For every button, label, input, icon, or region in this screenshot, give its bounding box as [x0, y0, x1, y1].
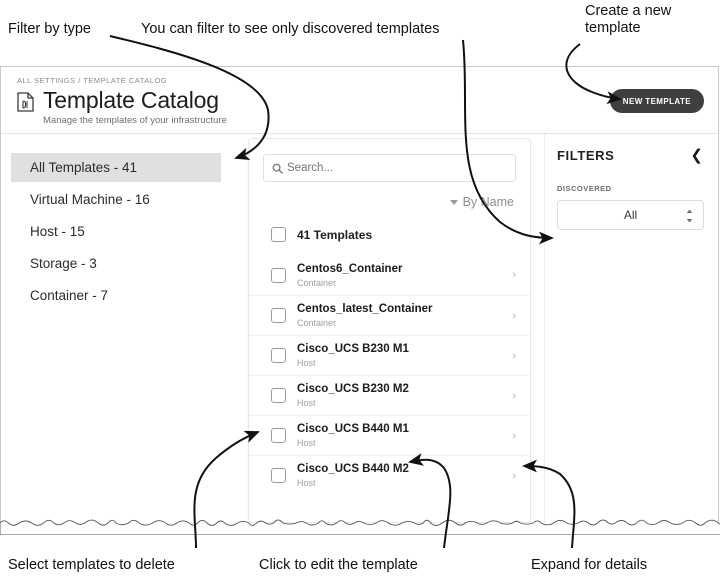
sidebar-item-all-templates[interactable]: All Templates - 41	[11, 153, 221, 182]
chevron-right-icon[interactable]: ›	[512, 470, 516, 482]
row-checkbox[interactable]	[271, 348, 286, 363]
row-text: Cisco_UCS B230 M1 Host	[297, 342, 512, 369]
row-name: Cisco_UCS B230 M1	[297, 342, 512, 356]
template-count-label: 41 Templates	[297, 228, 372, 242]
chevron-right-icon[interactable]: ›	[512, 390, 516, 402]
sidebar-item-storage[interactable]: Storage - 3	[11, 249, 221, 278]
filters-header: FILTERS ❮	[557, 148, 717, 163]
row-checkbox[interactable]	[271, 468, 286, 483]
row-type: Host	[297, 437, 512, 449]
row-checkbox[interactable]	[271, 388, 286, 403]
chevron-down-icon[interactable]: ❮	[690, 148, 703, 163]
document-template-icon	[17, 92, 34, 112]
table-row[interactable]: Cisco_UCS B230 M2 Host ›	[249, 375, 530, 415]
row-checkbox[interactable]	[271, 268, 286, 283]
sidebar-item-virtual-machine[interactable]: Virtual Machine - 16	[11, 185, 221, 214]
table-row[interactable]: Centos6_Container Container ›	[249, 255, 530, 295]
annotation-click-to-edit: Click to edit the template	[259, 557, 418, 574]
annotation-filter-by-type: Filter by type	[8, 21, 91, 38]
type-filter-sidebar: All Templates - 41 Virtual Machine - 16 …	[1, 134, 231, 313]
discovered-value: All	[624, 208, 637, 222]
chevron-right-icon[interactable]: ›	[512, 269, 516, 281]
table-row[interactable]: Cisco_UCS B230 M1 Host ›	[249, 335, 530, 375]
caret-down-icon	[450, 200, 458, 205]
sort-control[interactable]: By Name	[249, 195, 514, 209]
row-checkbox[interactable]	[271, 308, 286, 323]
annotation-expand-for-details: Expand for details	[531, 557, 647, 574]
annotation-discovered-filter: You can filter to see only discovered te…	[141, 21, 440, 38]
select-all-row: 41 Templates	[271, 227, 530, 242]
page-title: Template Catalog	[43, 87, 219, 114]
row-name: Cisco_UCS B230 M2	[297, 382, 512, 396]
breadcrumb[interactable]: ALL SETTINGS / TEMPLATE CATALOG	[17, 76, 167, 85]
row-text: Cisco_UCS B440 M1 Host	[297, 422, 512, 449]
sidebar-item-host[interactable]: Host - 15	[11, 217, 221, 246]
page-subtitle: Manage the templates of your infrastruct…	[43, 115, 227, 126]
row-type: Host	[297, 357, 512, 369]
search-icon	[272, 163, 283, 174]
panel-divider	[544, 134, 545, 523]
search-box[interactable]	[263, 154, 516, 182]
torn-paper-edge	[0, 505, 720, 535]
table-row[interactable]: Centos_latest_Container Container ›	[249, 295, 530, 335]
new-template-button[interactable]: NEW TEMPLATE	[610, 89, 704, 113]
annotation-select-to-delete: Select templates to delete	[8, 557, 175, 574]
row-name: Centos6_Container	[297, 262, 512, 276]
page-body: All Templates - 41 Virtual Machine - 16 …	[1, 134, 718, 523]
row-text: Cisco_UCS B230 M2 Host	[297, 382, 512, 409]
page-header: ALL SETTINGS / TEMPLATE CATALOG Template…	[1, 67, 718, 134]
chevron-right-icon[interactable]: ›	[512, 430, 516, 442]
row-text: Centos_latest_Container Container	[297, 302, 512, 329]
row-text: Centos6_Container Container	[297, 262, 512, 289]
row-checkbox[interactable]	[271, 428, 286, 443]
row-type: Host	[297, 477, 512, 489]
row-text: Cisco_UCS B440 M2 Host	[297, 462, 512, 489]
template-rows: Centos6_Container Container › Centos_lat…	[249, 255, 530, 495]
chevron-right-icon[interactable]: ›	[512, 350, 516, 362]
filters-panel: FILTERS ❮ DISCOVERED All	[557, 134, 717, 230]
filters-title: FILTERS	[557, 148, 614, 163]
sidebar-item-container[interactable]: Container - 7	[11, 281, 221, 310]
chevron-right-icon[interactable]: ›	[512, 310, 516, 322]
application-window: ALL SETTINGS / TEMPLATE CATALOG Template…	[0, 66, 719, 523]
discovered-label: DISCOVERED	[557, 184, 717, 193]
row-type: Container	[297, 277, 512, 289]
row-name: Cisco_UCS B440 M1	[297, 422, 512, 436]
select-all-checkbox[interactable]	[271, 227, 286, 242]
template-list-card: By Name 41 Templates Centos6_Container C…	[248, 138, 531, 523]
table-row[interactable]: Cisco_UCS B440 M1 Host ›	[249, 415, 530, 455]
row-name: Cisco_UCS B440 M2	[297, 462, 512, 476]
row-type: Container	[297, 317, 512, 329]
spinner-updown-icon[interactable]	[686, 209, 693, 223]
table-row[interactable]: Cisco_UCS B440 M2 Host ›	[249, 455, 530, 495]
discovered-select[interactable]: All	[557, 200, 704, 230]
row-type: Host	[297, 397, 512, 409]
row-name: Centos_latest_Container	[297, 302, 512, 316]
title-row: Template Catalog	[17, 87, 219, 114]
annotation-create-new-template: Create a new template	[585, 3, 671, 37]
sort-label: By Name	[463, 195, 514, 209]
search-input[interactable]	[287, 162, 487, 174]
